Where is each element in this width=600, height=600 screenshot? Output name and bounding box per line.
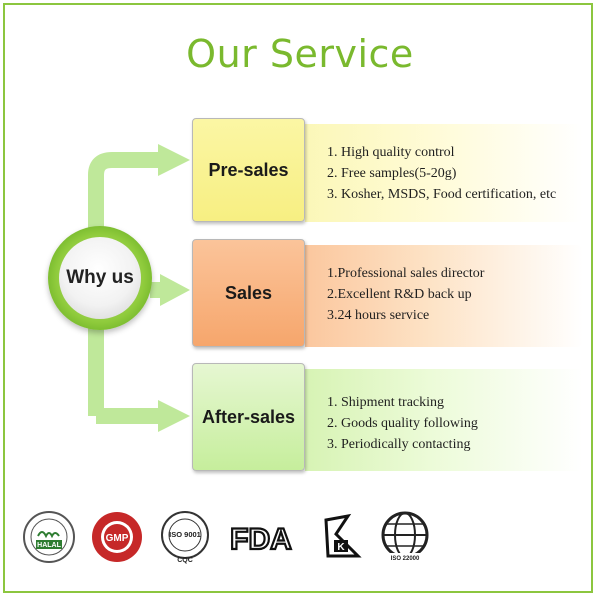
- fda-logo-icon: FDA: [229, 522, 293, 557]
- aftersales-label: After-sales: [201, 406, 296, 427]
- arrowhead-presales: [158, 144, 190, 176]
- kosher-logo-icon: K: [324, 513, 362, 558]
- kosher-text: K: [337, 542, 345, 553]
- presales-label: Pre-sales: [208, 159, 289, 180]
- iso22000-text: ISO 22000: [391, 556, 420, 562]
- arrowhead-aftersales: [158, 400, 190, 432]
- gmp-text: GMP: [106, 533, 129, 544]
- fda-text: FDA: [230, 523, 292, 556]
- list-item: 1. High quality control: [327, 145, 455, 160]
- list-item: 3. Kosher, MSDS, Food certification, etc: [327, 187, 557, 202]
- presales-items: 1. High quality control 2. Free samples(…: [327, 142, 556, 205]
- cqc-text: CQC: [177, 557, 193, 564]
- sales-box: Sales: [192, 239, 305, 347]
- presales-box: Pre-sales: [192, 118, 305, 222]
- page-frame: [3, 3, 593, 593]
- list-item: 2. Free samples(5-20g): [327, 166, 457, 181]
- list-item: 2. Goods quality following: [327, 416, 478, 431]
- why-us-label: Why us: [66, 267, 134, 288]
- aftersales-panel: [305, 369, 583, 471]
- page-title: Our Service: [186, 32, 414, 76]
- sales-label: Sales: [224, 282, 273, 303]
- list-item: 3.24 hours service: [327, 308, 430, 323]
- sales-panel: [305, 245, 583, 347]
- sales-items: 1.Professional sales director 2.Excellen…: [327, 263, 484, 326]
- iso9001-text: ISO 9001: [169, 530, 201, 539]
- halal-logo-icon: HALAL: [23, 511, 75, 563]
- list-item: 3. Periodically contacting: [327, 437, 471, 452]
- why-us-hub: Why us: [48, 226, 152, 330]
- certification-logos: HALAL GMP ISO 9001 CQC FDA K ISO 22000: [22, 510, 582, 570]
- aftersales-box: After-sales: [192, 363, 305, 471]
- halal-text: HALAL: [37, 542, 61, 549]
- why-us-hub-center: Why us: [59, 237, 141, 319]
- connector-branch-presales: [88, 152, 160, 176]
- list-item: 1.Professional sales director: [327, 266, 485, 281]
- presales-panel: [305, 124, 583, 222]
- list-item: 2.Excellent R&D back up: [327, 287, 472, 302]
- arrowhead-sales: [160, 274, 190, 306]
- iso9001-logo-icon: ISO 9001 CQC: [161, 511, 209, 564]
- aftersales-items: 1. Shipment tracking 2. Goods quality fo…: [327, 392, 478, 455]
- list-item: 1. Shipment tracking: [327, 395, 445, 410]
- iso22000-logo-icon: ISO 22000: [381, 511, 429, 562]
- gmp-logo-icon: GMP: [92, 512, 142, 562]
